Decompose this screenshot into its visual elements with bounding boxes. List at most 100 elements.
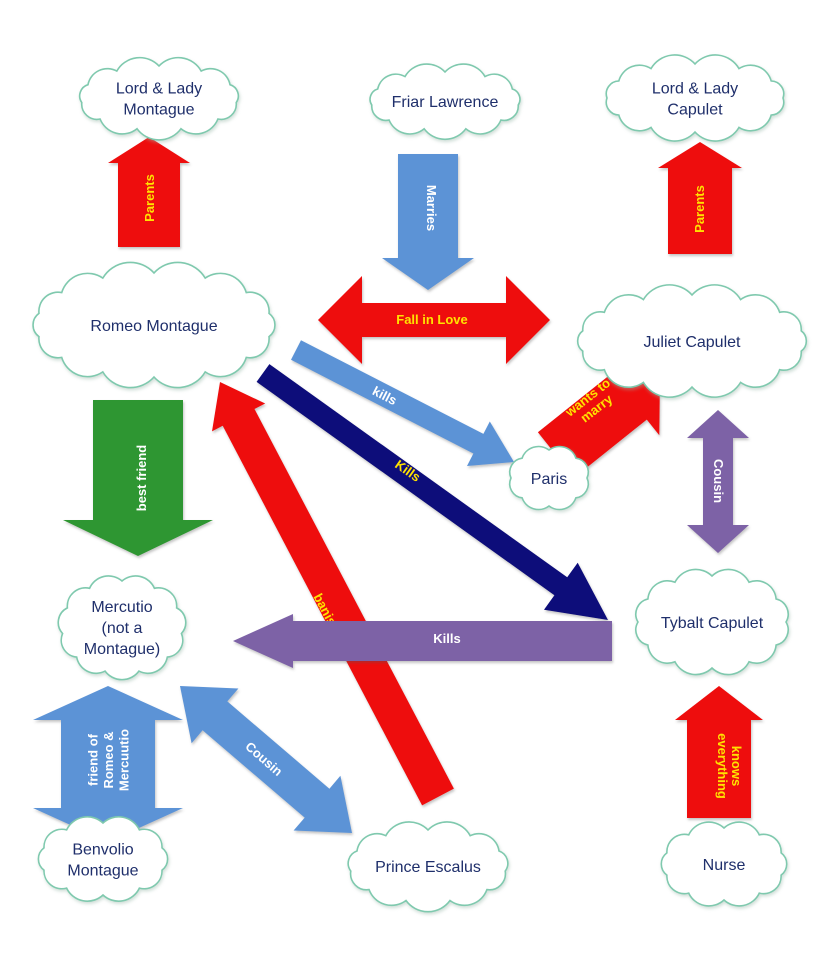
cousin_juliet_tybalt-label: Cousin <box>711 459 726 503</box>
node-label-line: Tybalt Capulet <box>661 615 764 632</box>
cloud-shape <box>369 63 521 141</box>
fall_in_love-label: Fall in Love <box>396 312 468 327</box>
node-label: Paris <box>531 471 567 488</box>
tybalt_kills_mercutio-label-line: Kills <box>433 631 460 646</box>
wants_to_marry-arrow: wants tomarry <box>537 358 660 478</box>
knows_everything-label-line: knows <box>729 746 744 786</box>
parents_capulet-arrow: Parents <box>658 142 742 254</box>
best_friend-arrow-shape <box>63 400 213 556</box>
cousin_mercutio_prince-arrow: Cousin <box>180 686 352 833</box>
node-label-line: Benvolio <box>72 842 133 859</box>
marries-arrow-shape <box>382 154 474 290</box>
best_friend-label-line: best friend <box>134 445 149 512</box>
cousin_juliet_tybalt-arrow-shape <box>687 410 749 553</box>
parents_montague-arrow: Parents <box>108 137 190 247</box>
wants_to_marry-arrow-shape <box>537 358 660 478</box>
romeo_kills_paris-arrow: kills <box>291 340 514 466</box>
romeo_kills_tybalt-arrow-shape <box>256 364 608 620</box>
friend_of-label: friend ofRomeo &Mercuutio <box>86 729 132 791</box>
cloud-shape <box>605 54 785 142</box>
node-label-line: Juliet Capulet <box>644 334 742 351</box>
tybalt_kills_mercutio-arrow: Kills <box>233 614 612 668</box>
cloud-shape <box>660 821 788 907</box>
node-romeo: Romeo Montague <box>32 261 276 389</box>
cloud-shape <box>78 56 240 141</box>
node-nurse: Nurse <box>660 821 788 907</box>
node-juliet: Juliet Capulet <box>576 284 808 398</box>
knows_everything-arrow-shape <box>675 686 763 818</box>
friend_of-label-line: Romeo & <box>101 731 116 788</box>
parents_capulet-label: Parents <box>692 185 707 233</box>
node-mercutio: Mercutio (not a Montague) <box>57 575 187 681</box>
friend_of-label-line: friend of <box>86 733 101 786</box>
node-label-line: Lord & Lady <box>652 81 738 98</box>
node-label-line: Capulet <box>667 102 723 119</box>
knows_everything-label: knowseverything <box>715 733 744 799</box>
node-label-line: Montague <box>67 863 138 880</box>
node-label-line: Nurse <box>703 857 746 874</box>
friend_of-arrow: friend ofRomeo &Mercuutio <box>33 686 183 842</box>
cloud-shape <box>57 575 187 681</box>
friend_of-arrow-shape <box>33 686 183 842</box>
node-label-line: Lord & Lady <box>116 81 202 98</box>
cousin_juliet_tybalt-arrow: Cousin <box>687 410 749 553</box>
parents_capulet-label-line: Parents <box>692 185 707 233</box>
parents_capulet-arrow-shape <box>658 142 742 254</box>
parents_montague-label: Parents <box>142 174 157 222</box>
romeo_kills_paris-arrow-shape <box>291 340 514 466</box>
cousin_juliet_tybalt-label-line: Cousin <box>711 459 726 503</box>
parents_montague-label-line: Parents <box>142 174 157 222</box>
node-label: Tybalt Capulet <box>661 615 764 632</box>
node-label: Friar Lawrence <box>392 94 499 111</box>
node-label-line: Friar Lawrence <box>392 94 499 111</box>
marries-label-line: Marries <box>424 185 439 231</box>
knows_everything-label-line: everything <box>715 733 730 799</box>
node-friar-lawrence: Friar Lawrence <box>369 63 521 141</box>
node-label: Romeo Montague <box>90 318 217 335</box>
cloud-shape <box>347 821 509 913</box>
banishes-arrow-shape <box>212 382 454 806</box>
knows_everything-arrow: knowseverything <box>675 686 763 818</box>
node-prince: Prince Escalus <box>347 821 509 913</box>
friend_of-label-line: Mercuutio <box>117 729 132 791</box>
node-label-line: Montague) <box>84 641 161 658</box>
node-label-line: Montague <box>123 102 194 119</box>
tybalt_kills_mercutio-label: Kills <box>433 631 460 646</box>
node-label-line: Romeo Montague <box>90 318 217 335</box>
fall_in_love-label-line: Fall in Love <box>396 312 468 327</box>
romeo_kills_tybalt-arrow: Kills <box>256 364 608 620</box>
node-label-line: (not a <box>102 620 143 637</box>
marries-arrow: Marries <box>382 154 474 290</box>
cloud-shape <box>508 445 590 511</box>
fall_in_love-arrow: Fall in Love <box>318 276 550 364</box>
tybalt_kills_mercutio-arrow-shape <box>233 614 612 668</box>
node-label: Juliet Capulet <box>644 334 742 351</box>
node-label: Prince Escalus <box>375 859 481 876</box>
node-label: Nurse <box>703 857 746 874</box>
cloud-shape <box>37 816 169 902</box>
best_friend-arrow: best friend <box>63 400 213 556</box>
node-label-line: Paris <box>531 471 567 488</box>
best_friend-label: best friend <box>134 445 149 512</box>
node-label-line: Prince Escalus <box>375 859 481 876</box>
cloud-shape <box>32 261 276 389</box>
parents_montague-arrow-shape <box>108 137 190 247</box>
cloud-shape <box>635 568 789 676</box>
cousin_mercutio_prince-arrow-shape <box>180 686 352 833</box>
node-paris: Paris <box>508 445 590 511</box>
node-label: Mercutio (not a Montague) <box>84 599 161 658</box>
cloud-shape <box>576 284 808 398</box>
fall_in_love-arrow-shape <box>318 276 550 364</box>
node-tybalt: Tybalt Capulet <box>635 568 789 676</box>
node-label-line: Mercutio <box>91 599 152 616</box>
marries-label: Marries <box>424 185 439 231</box>
